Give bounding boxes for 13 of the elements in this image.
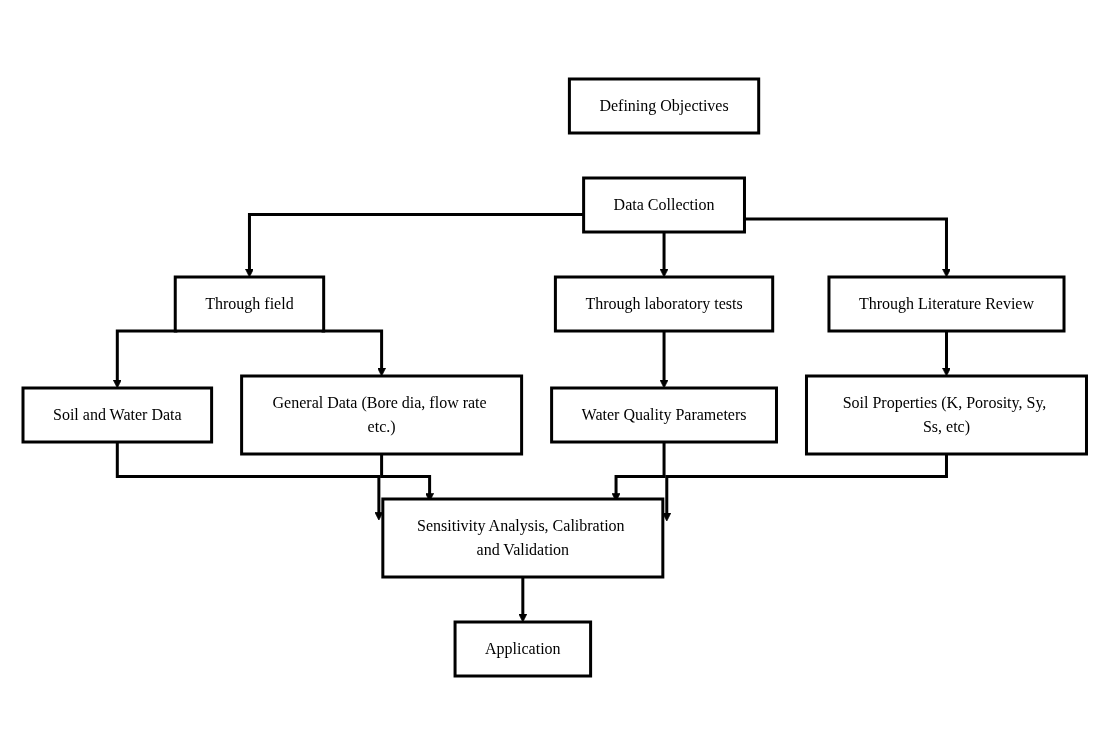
- node-box: Through Literature Review: [827, 275, 1066, 332]
- arrow: [244, 212, 584, 277]
- node-box: Application: [453, 620, 592, 677]
- node-box: Soil Properties (K, Porosity, Sy, Ss, etc): [804, 374, 1088, 455]
- node-box: General Data (Bore dia, flow rate etc.): [239, 374, 523, 455]
- node-box: Soil and Water Data: [21, 386, 213, 443]
- node-box: Through laboratory tests: [553, 275, 774, 332]
- arrow: [744, 217, 951, 277]
- node-box: Sensitivity Analysis, Calibration and Validation: [381, 497, 665, 578]
- node-box: Defining Objectives: [567, 77, 760, 134]
- node-box: Data Collection: [581, 176, 746, 233]
- node-box: Through field: [173, 275, 325, 332]
- node-box: Water Quality Parameters: [549, 386, 778, 443]
